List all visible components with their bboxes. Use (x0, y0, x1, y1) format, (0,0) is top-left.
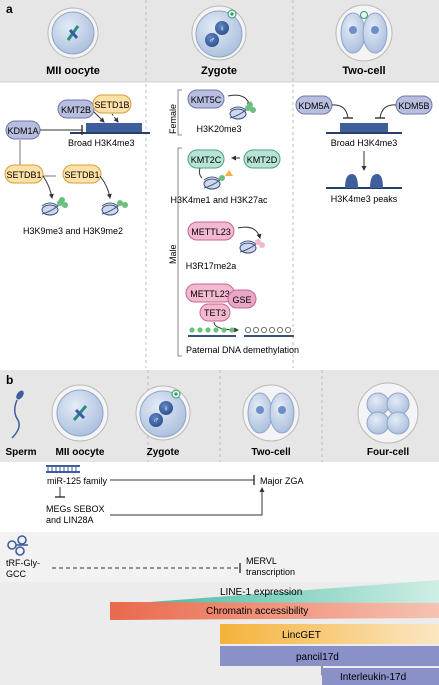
male-pronucleus-icon: ♂ (153, 415, 160, 425)
enzyme-label: KDM5A (298, 101, 329, 111)
mark-label: H3K4me1 and H3K27ac (170, 195, 268, 205)
female-pronucleus-icon: ♀ (163, 404, 169, 413)
mii-oocyte-cell-icon (51, 384, 109, 442)
stage-label: Zygote (147, 447, 180, 458)
enzyme-setd1b (92, 94, 132, 114)
nucleosome-icon (41, 197, 68, 216)
mark-label: H3K4me3 peaks (331, 194, 398, 204)
enzyme-label: SETDB1 (6, 170, 41, 180)
mirna-label: miR-125 family (47, 476, 108, 486)
bar-label: LincGET (282, 630, 321, 641)
enzyme-label: GSE (232, 295, 251, 305)
enzyme-mettl23 (187, 221, 235, 241)
trf-icon (7, 535, 28, 556)
enzyme-label: TET3 (204, 308, 226, 318)
mark-label: H3K20me3 (196, 124, 241, 134)
nucleosome-icon (101, 200, 128, 216)
stage-label: Two-cell (251, 447, 290, 458)
stage-label: Zygote (201, 65, 237, 77)
enzyme-label: SETDB1 (64, 170, 99, 180)
lincget-bar (220, 624, 439, 644)
mark-label: H3R17me2a (186, 261, 237, 271)
methylated-dna-icon (188, 327, 236, 337)
mark-label: Broad H3K4me3 (68, 138, 135, 148)
chromatin-block (340, 123, 388, 133)
zygote-cell-icon (191, 5, 247, 61)
nucleosome-icon (203, 170, 233, 190)
sperm-icon (11, 390, 24, 439)
four-cell-embryo-icon (357, 382, 419, 444)
mark-label: H3K9me3 and H3K9me2 (23, 226, 123, 236)
enzyme-label: METTL23 (191, 227, 231, 237)
enzyme-gse (227, 289, 257, 309)
trf-label: GCC (6, 569, 27, 579)
bar-label: LINE-1 expression (220, 587, 302, 598)
zygote-cell-icon (135, 385, 191, 441)
female-pronucleus-icon: ♀ (219, 24, 225, 33)
enzyme-kmt5c (187, 89, 225, 109)
enzyme-setdb1 (4, 164, 44, 184)
enzyme-label: KDM5B (398, 101, 429, 111)
stage-label: MII oocyte (56, 447, 105, 458)
mark-label: Broad H3K4me3 (331, 138, 398, 148)
enzyme-label: SETD1B (94, 100, 129, 110)
stage-label: Four-cell (367, 447, 409, 458)
bar-label: Chromatin accessibility (206, 606, 308, 617)
enzyme-label: KMT5C (191, 95, 222, 105)
chromatin-accessibility-bar (110, 602, 439, 620)
sex-label-female: Female (168, 104, 178, 134)
enzyme-tet3 (199, 303, 231, 322)
stage-label: Sperm (5, 447, 36, 458)
mirna-icon (46, 465, 80, 473)
panel-b: b Sperm MII oocyte ♂ ♀ Zygote (0, 370, 439, 685)
enzyme-setdb1 (62, 164, 102, 184)
panel-a-label: a (6, 2, 13, 16)
mervl-label: transcription (246, 567, 295, 577)
mark-label: Paternal DNA demethylation (186, 345, 299, 355)
peaks-icon (326, 174, 402, 189)
stage-label: Two-cell (342, 65, 385, 77)
enzyme-label: KDM1A (7, 126, 38, 136)
megs-label: and LIN28A (46, 515, 94, 525)
nucleosome-icon (239, 239, 265, 254)
enzyme-label: METTL23 (190, 289, 230, 299)
sex-label-male: Male (168, 244, 178, 264)
panel-a: a MII oocyte ♂ ♀ Zygote (0, 0, 439, 368)
chromatin-block (86, 123, 142, 133)
nucleosome-icon (229, 102, 256, 120)
enzyme-kmt2c (187, 149, 225, 169)
stage-label: MII oocyte (46, 65, 100, 77)
two-cell-embryo-icon (242, 384, 300, 442)
bar-label: pancil17d (296, 652, 339, 663)
enzyme-label: KMT2C (191, 155, 222, 165)
enzyme-label: KMT2B (61, 105, 91, 115)
megs-label: MEGs SEBOX (46, 504, 105, 514)
enzyme-kmt2d (243, 149, 281, 169)
mii-oocyte-cell-icon (47, 7, 99, 59)
male-pronucleus-icon: ♂ (209, 35, 216, 45)
bar-label: Interleukin-17d (340, 672, 406, 683)
mervl-label: MERVL (246, 556, 277, 566)
major-zga-label: Major ZGA (260, 476, 304, 486)
pancil17d-bar (220, 646, 439, 666)
interleukin-17d-bar (322, 668, 439, 685)
demethylated-dna-icon (244, 326, 294, 337)
enzyme-label: KMT2D (247, 155, 278, 165)
trf-label: tRF-Gly- (6, 558, 40, 568)
two-cell-embryo-icon (335, 4, 393, 62)
panel-b-label: b (6, 373, 13, 387)
